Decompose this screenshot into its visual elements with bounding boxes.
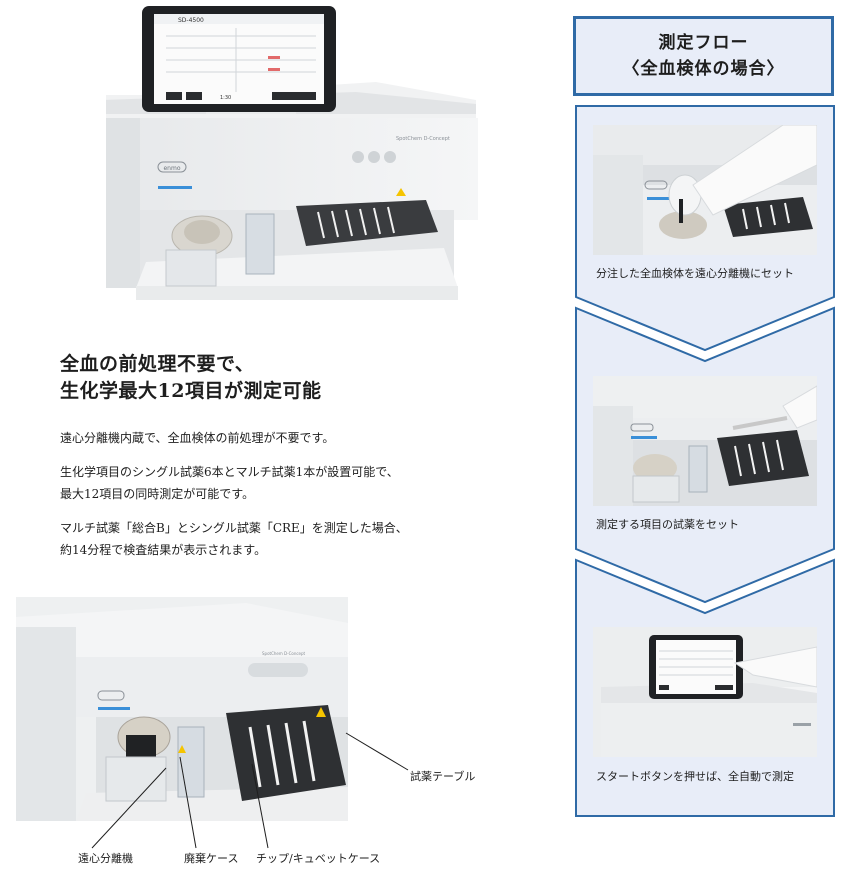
flow-step-1-photo — [593, 125, 817, 255]
callout-centrifuge: 遠心分離機 — [78, 852, 133, 865]
flow-title-line-1: 測定フロー — [658, 33, 749, 53]
tablet-header: SD-4500 — [178, 17, 204, 24]
flow-title: 測定フロー 〈全血検体の場合〉 — [573, 16, 834, 96]
paragraph-reagents: 生化学項目のシングル試薬6本とマルチ試薬1本が設置可能で、 最大12項目の同時測… — [60, 461, 500, 505]
feature-headline: 全血の前処理不要で、 生化学最大12項目が測定可能 — [60, 351, 480, 405]
paragraph-line: マルチ試薬「総合B」とシングル試薬「CRE」を測定した場合、 — [60, 521, 408, 535]
tablet-clock: 1:30 — [220, 95, 231, 101]
model-label-detail: SpotChem D-Concept — [262, 651, 306, 656]
paragraph-line: 生化学項目のシングル試薬6本とマルチ試薬1本が設置可能で、 — [60, 465, 399, 479]
paragraph-line: 遠心分離機内蔵で、全血検体の前処理が不要です。 — [60, 431, 335, 445]
headline-line-2: 生化学最大12項目が測定可能 — [60, 380, 322, 402]
product-photo-main: enmo SpotChem D-Concept SD-4500 1:30 — [106, 6, 478, 300]
model-label: SpotChem D-Concept — [396, 136, 450, 142]
paragraph-line: 約14分程で検査結果が表示されます。 — [60, 543, 267, 557]
callout-waste-case: 廃棄ケース — [184, 852, 239, 865]
flow-step-1-label: 分注した全血検体を遠心分離機にセット — [596, 267, 794, 280]
paragraph-time: マルチ試薬「総合B」とシングル試薬「CRE」を測定した場合、 約14分程で検査結… — [60, 517, 500, 561]
flow-step-2-label: 測定する項目の試薬をセット — [596, 518, 739, 531]
product-photo-detail: SpotChem D-Concept — [16, 597, 348, 821]
paragraph-centrifuge: 遠心分離機内蔵で、全血検体の前処理が不要です。 — [60, 427, 500, 449]
paragraph-line: 最大12項目の同時測定が可能です。 — [60, 487, 255, 501]
callout-reagent-table: 試薬テーブル — [410, 770, 476, 783]
brand-badge: enmo — [163, 165, 180, 172]
flow-title-line-2: 〈全血検体の場合〉 — [622, 59, 785, 79]
flow-step-3-label: スタートボタンを押せば、全自動で測定 — [596, 770, 794, 783]
flow-step-2-photo — [593, 376, 817, 506]
flow-step-3-photo — [593, 627, 817, 757]
callout-tip-cuvette-case: チップ/キュベットケース — [256, 852, 381, 865]
headline-line-1: 全血の前処理不要で、 — [60, 353, 255, 375]
